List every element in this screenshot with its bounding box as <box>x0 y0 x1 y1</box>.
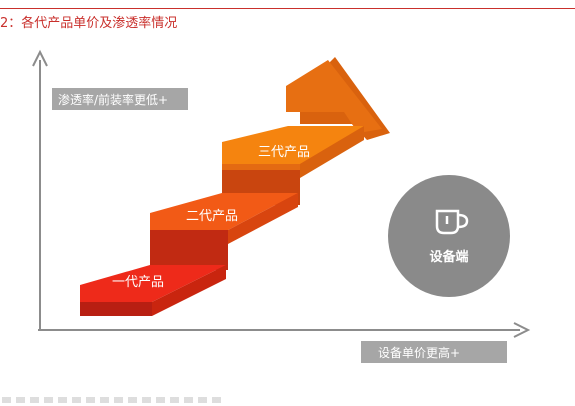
step-2-top <box>150 193 298 230</box>
badge-label: 设备端 <box>429 249 468 265</box>
step-1-front <box>80 302 152 316</box>
y-axis-label-box <box>52 88 188 110</box>
y-axis-label: 渗透率/前装率更低+ <box>58 92 168 107</box>
x-axis-label-box <box>361 341 507 363</box>
footnote-faded <box>2 397 222 403</box>
x-axis-arrowhead <box>513 322 531 338</box>
step-2-label: 二代产品 <box>186 209 238 224</box>
step-1-top <box>80 265 226 302</box>
step-3-top <box>222 126 364 164</box>
y-axis-arrowhead <box>32 49 48 67</box>
x-axis-label: 设备单价更高+ <box>378 345 460 360</box>
step-3-label: 三代产品 <box>258 145 310 160</box>
step-2-edge <box>228 193 298 244</box>
step-2-riser <box>150 230 228 270</box>
figure-title: 2：各代产品单价及渗透率情况 <box>0 16 178 31</box>
cup-icon <box>435 209 469 235</box>
title-rule <box>0 8 575 9</box>
arrow-head <box>286 60 382 133</box>
step-1-edge <box>152 265 226 316</box>
step-1-label: 一代产品 <box>112 275 164 290</box>
step-3-edge <box>300 126 364 178</box>
device-badge <box>388 175 510 297</box>
